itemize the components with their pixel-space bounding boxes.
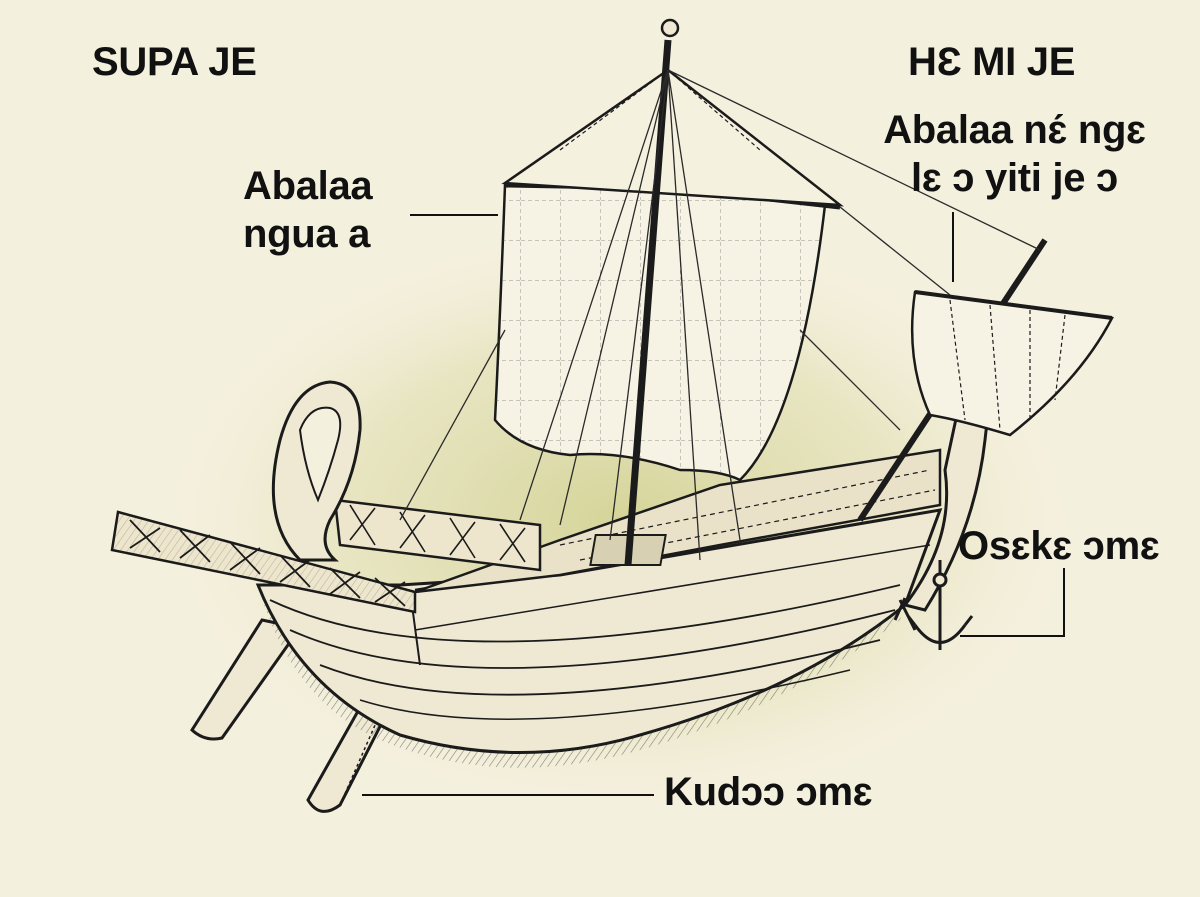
fore-sail-label: Abalaa nɛ́ ngɛ lɛ ɔ yiti je ɔ	[872, 106, 1157, 202]
anchor-leader	[960, 568, 1065, 637]
rigging	[399, 69, 1041, 561]
steering-oar-label: Kudɔɔ ɔmɛ	[664, 770, 873, 814]
swan-neck-sternpost	[271, 380, 362, 562]
anchor	[893, 560, 974, 650]
stern-railing	[110, 498, 542, 614]
stern-label: SUPA JE	[92, 40, 257, 84]
fore-sail-label-line-2: lɛ ɔ yiti je ɔ	[911, 156, 1118, 200]
main-sail-label: Abalaa ngua a	[243, 162, 373, 258]
fore-sail	[910, 290, 1114, 437]
anchor-label: Osɛkɛ ɔmɛ	[958, 524, 1160, 568]
main-sail-label-line-2: ngua a	[243, 212, 371, 256]
bow-label: HƐ MI JE	[908, 40, 1076, 84]
main-sail-label-line-1: Abalaa	[243, 164, 373, 208]
main-sail	[493, 182, 841, 482]
fore-sail-label-line-1: Abalaa nɛ́ ngɛ	[883, 108, 1146, 152]
leader-lines	[362, 212, 1065, 796]
